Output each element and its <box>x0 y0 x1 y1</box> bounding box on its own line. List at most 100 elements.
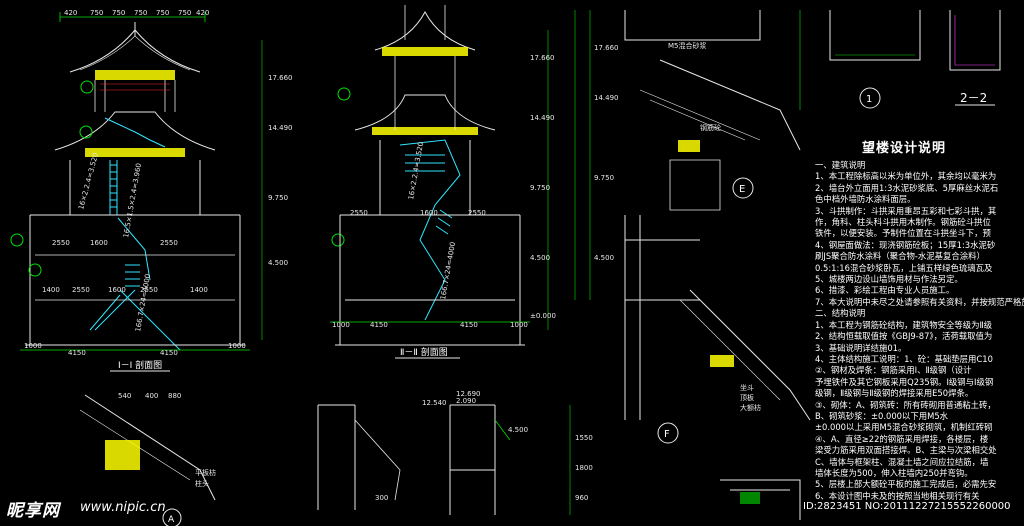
elev-mid-4: 4.500 <box>530 254 550 262</box>
section-2-drawing: 2550 1600 2550 1000 4150 4150 1000 17.66… <box>330 5 556 359</box>
circle-1-label: 1 <box>866 94 872 105</box>
note-line: 1、本工程除标高以米为单位外，其余均以毫米为 <box>815 171 997 182</box>
small-text-1: M5混合砂浆 <box>668 41 707 50</box>
detail-a-drawing: A 540 400 880 平板枋 柱头 <box>79 392 216 526</box>
lower-dim-1: 540 <box>118 392 131 400</box>
note-line: 刷JS聚合防水涂料（聚合物-水泥基复合涂料） <box>815 251 985 262</box>
mid-dim-mid-3: 2550 <box>468 209 486 217</box>
note-line: 0.5:1:16混合砂浆卧瓦，上铺五样绿色琉璃瓦及 <box>815 262 993 273</box>
lower-dim-10: 1800 <box>575 464 593 472</box>
lower-dim-2: 400 <box>145 392 158 400</box>
watermark-id: ID:2823451 NO:20111227215552260000 <box>803 501 1011 512</box>
mid-dim-left-1: 2550 <box>52 239 70 247</box>
elev-left-3: 9.750 <box>268 194 288 202</box>
upper-dim-left-5: 1400 <box>190 286 208 294</box>
note-line: 予埋铁件及其它钢板采用Q235钢。Ⅰ级钢与Ⅰ级钢 <box>815 376 994 387</box>
note-line: 作，角科、柱头科斗拱用木制作。钢筋砼斗拱位 <box>815 217 991 228</box>
stair-note-left-3: 166.7×24=4000 <box>134 273 152 332</box>
lower-dim-8: 4.500 <box>508 426 528 434</box>
detail-e-drawing: E M5混合砂浆 钢筋砼 <box>624 10 801 211</box>
detail-1-2-drawing: 1 2－2 <box>799 10 1001 110</box>
lower-dim-3: 880 <box>168 392 181 400</box>
note-line: 1、本工程为钢筋砼结构，建筑物安全等级为Ⅱ级 <box>815 319 992 330</box>
small-text-2: 钢筋砼 <box>700 123 721 132</box>
elev-left-4: 4.500 <box>268 259 288 267</box>
elev-right-3: 9.750 <box>594 174 614 182</box>
note-line: ④、A、直径≥22的钢筋采用焊接，各楼层，楼 <box>815 433 989 444</box>
top-dim-2: 750 <box>90 9 103 17</box>
note-line: 铁件，以便安装。予制件位置在斗拱坐斗下，预 <box>815 228 991 239</box>
note-line: 二、结构说明 <box>815 308 866 319</box>
note-line: ③、砌体：A、砌筑砖：所有砖砌用普通粘土砖， <box>815 399 996 410</box>
note-line: 7、本大说明中未尽之处请参照有关资料，并按规范严格施工 <box>815 296 1024 307</box>
elev-left-1: 17.660 <box>268 74 293 82</box>
bottom-dim-left-3: 4150 <box>160 349 178 357</box>
bottom-dim-mid-1: 1000 <box>332 321 350 329</box>
top-dim-5: 750 <box>156 9 169 17</box>
lower-dim-7: 12.540 <box>422 399 447 407</box>
notes-title: 望楼设计说明 <box>862 141 947 156</box>
small-text-6: 平板枋 <box>195 468 216 477</box>
note-line: 5、层楼上部大额砼平板的施工完成后，必需先安 <box>815 479 997 490</box>
small-text-4: 顶板 <box>740 393 754 402</box>
upper-dim-left-4: 2550 <box>140 286 158 294</box>
elev-left-2: 14.490 <box>268 124 293 132</box>
note-line: 4、主体结构施工说明：1、砼：基础垫层用C10 <box>815 353 993 364</box>
elev-right-4: 4.500 <box>594 254 614 262</box>
stair-note-left-1: 16×2.2.4=3.520 <box>77 152 100 211</box>
elev-mid-2: 14.490 <box>530 114 555 122</box>
watermark-brand: 昵享网 <box>6 501 60 521</box>
note-line: 2、结构恒载取值按《GBJ9-87》，活荷载取值为 <box>815 331 993 342</box>
lower-dim-6: 12.690 <box>456 390 481 398</box>
lower-dim-5: 2.090 <box>456 397 476 405</box>
detail-bottom-right <box>720 479 801 520</box>
note-line: 墙体长度为500，伸入柱墙内250并弯钩。 <box>815 467 973 478</box>
section-2-title: Ⅱ－Ⅱ 剖面图 <box>400 346 448 358</box>
note-line: 2、墙台外立面用1:3水泥砂浆底、5厚麻丝水泥石 <box>815 182 999 193</box>
elev-right-1: 17.660 <box>594 44 619 52</box>
lower-dim-11: 960 <box>575 494 588 502</box>
upper-dim-left-1: 1400 <box>42 286 60 294</box>
note-line: 一、建筑说明 <box>815 160 866 170</box>
top-dim-4: 750 <box>134 9 147 17</box>
elev-right-2: 14.490 <box>594 94 619 102</box>
small-text-7: 柱头 <box>195 479 209 488</box>
lower-dim-4: 300 <box>375 494 388 502</box>
upper-dim-left-2: 2550 <box>72 286 90 294</box>
lower-dim-9: 1550 <box>575 434 593 442</box>
detail-c-drawing: 2.090 12.690 12.540 4.500 1550 1800 960 <box>422 390 593 515</box>
elev-mid-1: 17.660 <box>530 54 555 62</box>
circle-a-label: A <box>168 515 175 525</box>
note-line: 3、斗拱制作：斗拱采用重昂五彩和七彩斗拱，其 <box>815 205 997 216</box>
mid-dim-mid-1: 2550 <box>350 209 368 217</box>
elev-mid-3: 9.750 <box>530 184 550 192</box>
bottom-dim-mid-2: 4150 <box>370 321 388 329</box>
note-line: 5、城楼两边设山墙饰用材与作法另定。 <box>815 274 963 285</box>
elev-mid-5: ±0.000 <box>530 312 556 320</box>
bottom-dim-left-4: 1000 <box>228 342 246 350</box>
stair-note-left-2: 16.5×1.5×2.4=3.960 <box>122 163 143 239</box>
small-text-3: 坐斗 <box>740 383 754 392</box>
watermark-url: www.nipic.cn <box>80 500 166 515</box>
bottom-dim-mid-4: 1000 <box>510 321 528 329</box>
upper-dim-left-3: 1600 <box>108 286 126 294</box>
note-line: 梁受力筋采用双面搭接焊。B、主梁与次梁相交处 <box>815 445 997 456</box>
mid-dim-left-2: 1600 <box>90 239 108 247</box>
detail-2-2-label: 2－2 <box>960 91 987 105</box>
small-text-5: 大额枋 <box>740 403 761 412</box>
mid-dim-mid-2: 1600 <box>420 209 438 217</box>
bottom-dim-mid-3: 4150 <box>460 321 478 329</box>
circle-e-label: E <box>739 184 745 195</box>
bottom-dim-left-1: 1000 <box>24 342 42 350</box>
note-line: ±0.000以上采用M5混合砂浆砌筑，机制红砖砌 <box>815 422 993 433</box>
note-line: B、砌筑砂浆：±0.000以下用M5水 <box>815 410 949 421</box>
note-line: C、墙体与框架柱、混凝土墙之间应拉结筋，墙 <box>815 456 989 467</box>
note-line: 级钢，Ⅱ级钢与Ⅱ级钢的焊接采用E50焊条。 <box>815 388 974 399</box>
note-line: 6、本设计图中未及的按照当地相关现行有关 <box>815 490 980 500</box>
note-line: 色中档外墙防水涂料面层。 <box>815 194 916 205</box>
stair-note-mid-2: 166.7×24=4000 <box>439 241 457 300</box>
top-dim-1: 420 <box>64 9 77 17</box>
detail-f-drawing: F 坐斗 顶板 大额枋 <box>624 215 811 444</box>
